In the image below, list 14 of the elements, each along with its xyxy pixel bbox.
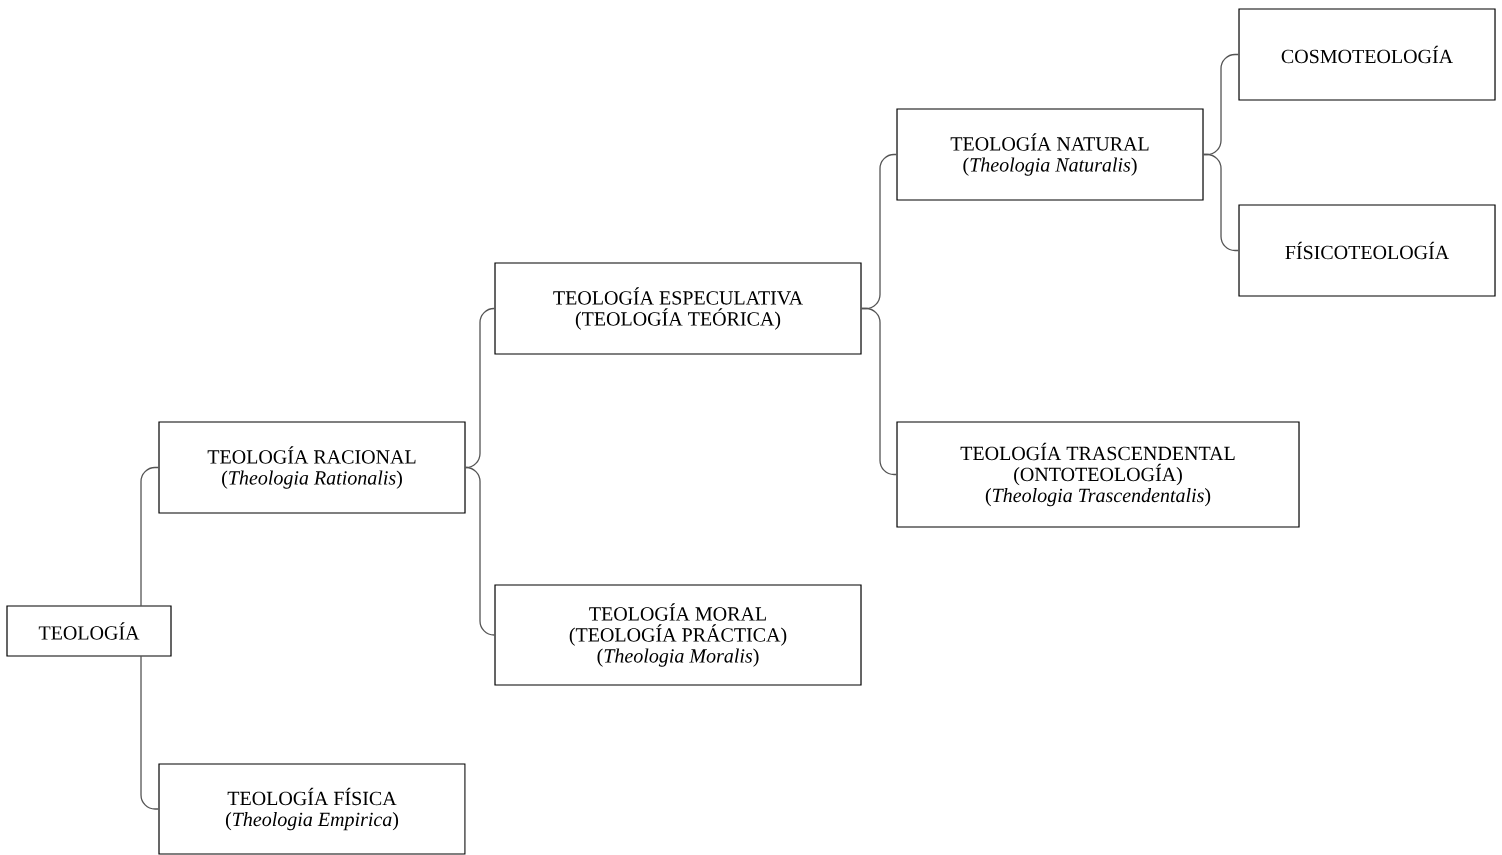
connector (140, 655, 160, 810)
box: TEOLOGÍA RACIONAL (Theologia Rationalis) (158, 421, 466, 514)
connector (140, 466, 160, 607)
box: TEOLOGÍA ESPECULATIVA (TEOLOGÍA TEÓRICA) (494, 262, 862, 355)
connector (1202, 153, 1240, 252)
connector (860, 307, 898, 476)
box: TEOLOGÍA NATURAL (Theologia Naturalis) (896, 108, 1204, 201)
connector (464, 466, 496, 636)
box: TEOLOGÍA TRASCENDENTAL (ONTOTEOLOGÍA) (Theologia Trascendentalis) (896, 421, 1300, 528)
box: TEOLOGÍA FÍSICA (Theologia Empirica) (158, 763, 466, 855)
box: COSMOTEOLOGÍA (1238, 8, 1496, 101)
box: TEOLOGÍA MORAL (TEOLOGÍA PRÁCTICA) (Theologia Moralis) (494, 584, 862, 686)
box: TEOLOGÍA (6, 605, 172, 657)
box: FÍSICOTEOLOGÍA (1238, 204, 1496, 297)
